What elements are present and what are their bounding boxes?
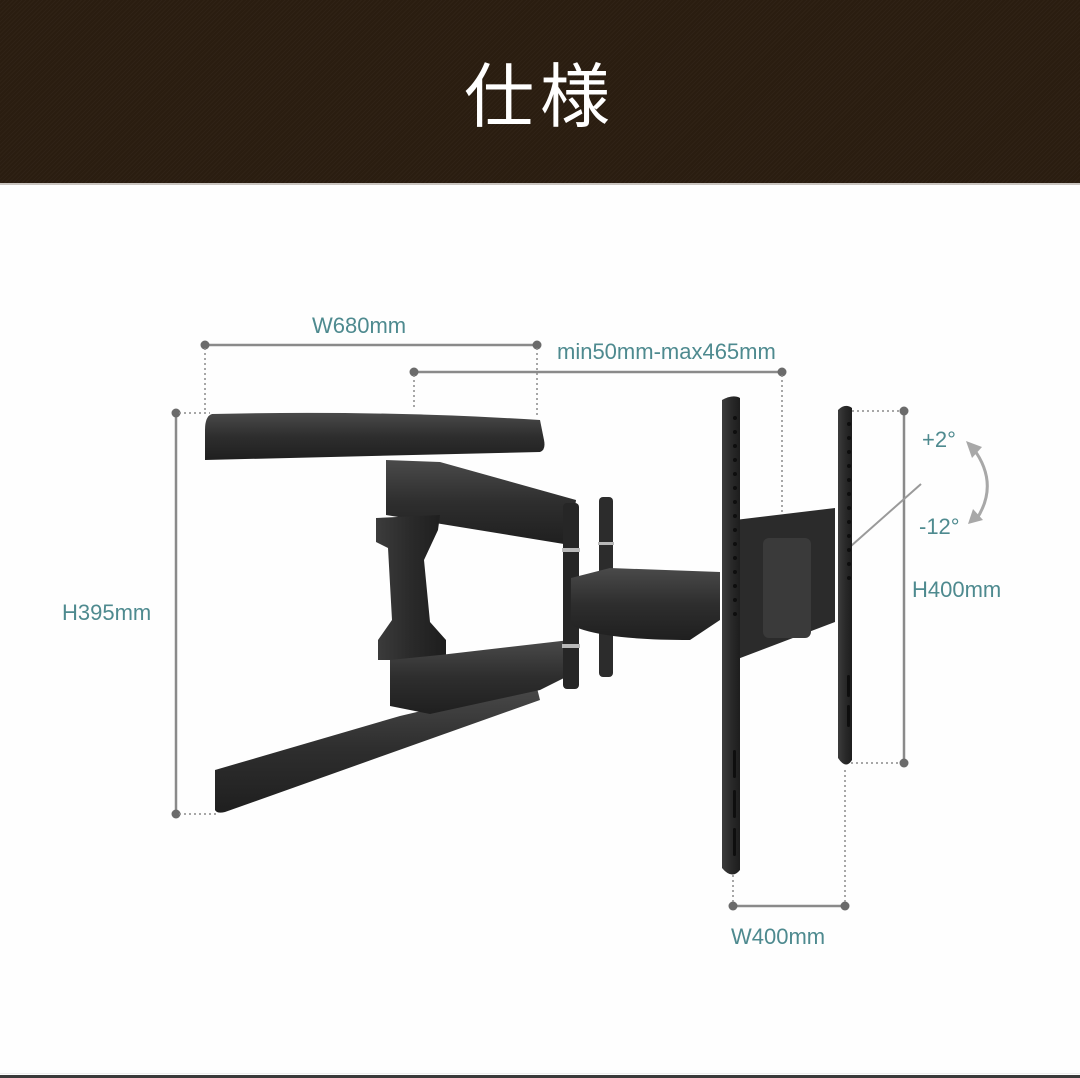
- footer-divider: [0, 1075, 1080, 1078]
- dimension-lines: [171, 340, 922, 911]
- tilt-down-label: -12°: [919, 514, 960, 539]
- header-divider: [0, 183, 1080, 185]
- page-title: 仕様: [464, 56, 616, 138]
- wall-mount-bracket: [205, 396, 852, 875]
- dimension-label-arm-width: W680mm: [312, 313, 407, 338]
- tilt-arrow-icon: [966, 441, 989, 524]
- footer-divider-light: [0, 1073, 1080, 1074]
- dimension-label-extension: min50mm-max465mm: [557, 339, 776, 364]
- header-banner: 仕様: [0, 0, 1080, 183]
- tilt-up-label: +2°: [922, 427, 956, 452]
- dimension-label-vesa-width: W400mm: [731, 924, 826, 949]
- dimension-label-vesa-height: H400mm: [912, 577, 1002, 602]
- dimension-label-wall-plate-height: H395mm: [62, 600, 152, 625]
